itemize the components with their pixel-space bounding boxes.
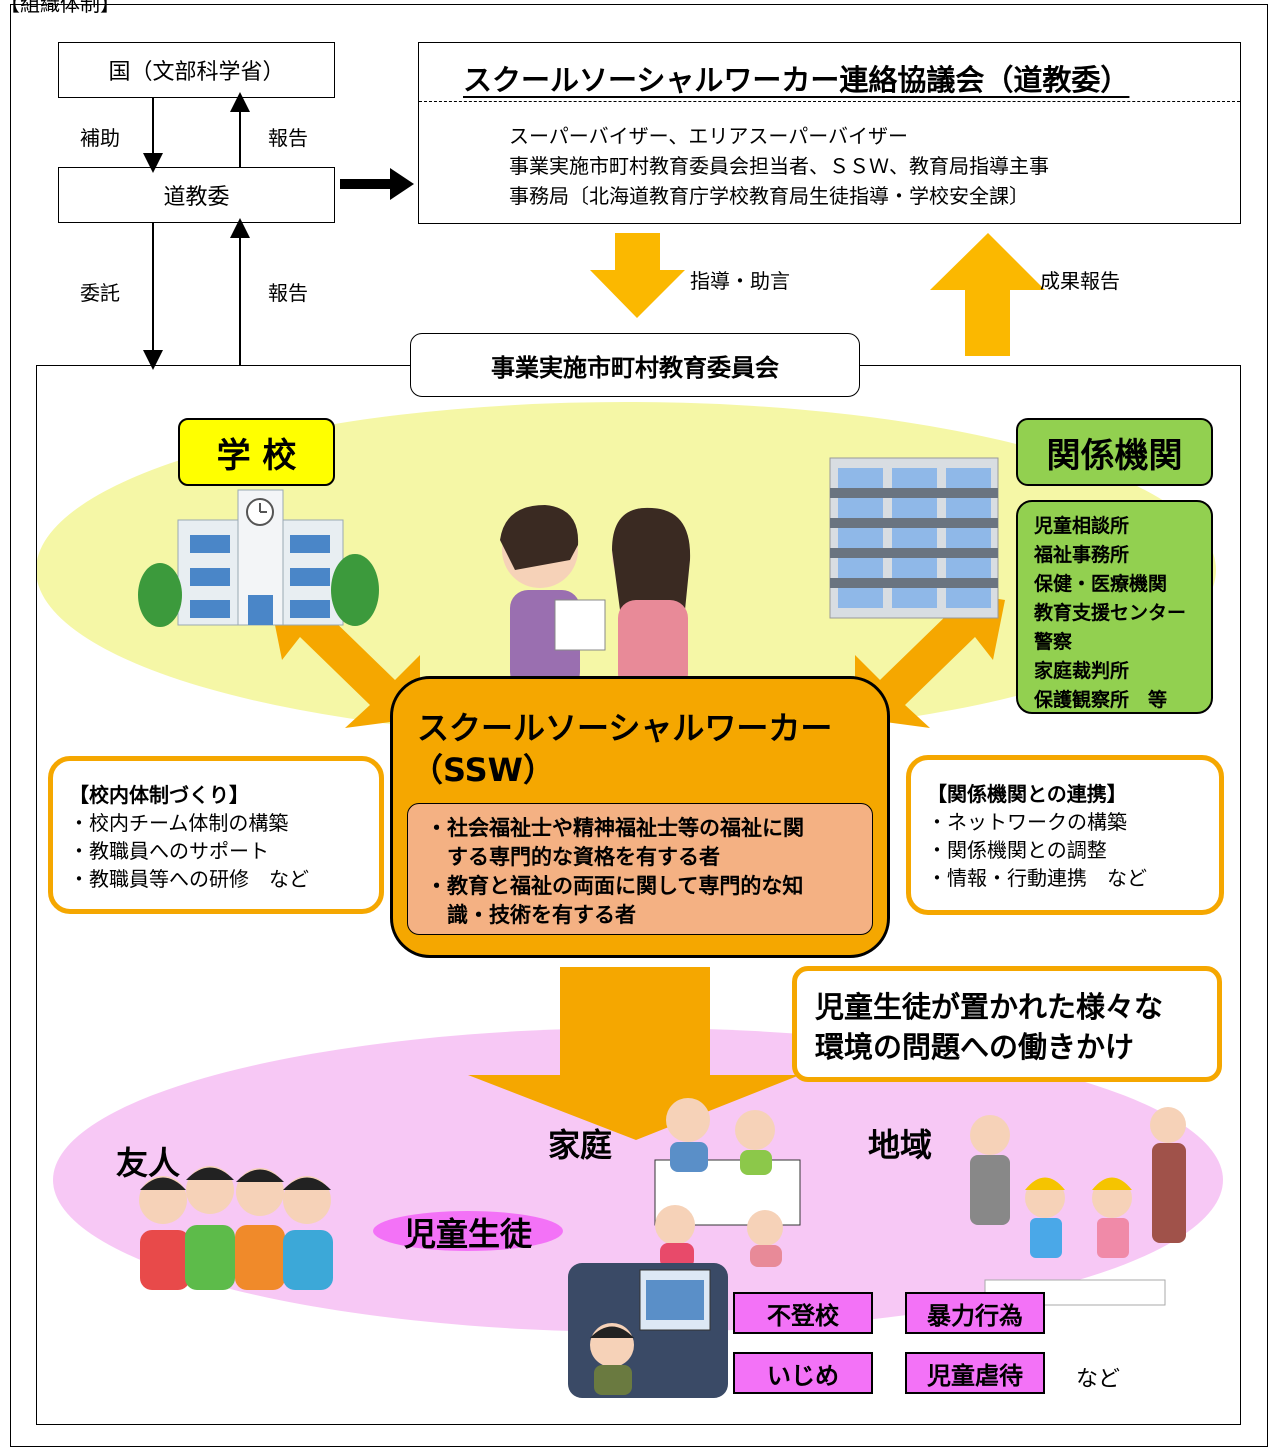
results-label: 成果報告 <box>1040 269 1120 293</box>
ssw-box: スクールソーシャルワーカー （SSW） ・社会福祉士や精神福祉士等の福祉に関 す… <box>390 676 890 958</box>
action-arrow <box>468 967 800 1140</box>
agency-item: 福祉事務所 <box>1034 544 1130 566</box>
school-system-item: ・校内チーム体制の構築 <box>69 811 289 835</box>
environment-line: 児童生徒が置かれた様々な <box>815 990 1164 1024</box>
council-line: 事業実施市町村教育委員会担当者、ＳＳＷ、教育局指導主事 <box>509 154 1049 178</box>
agency-building-icon <box>829 457 999 619</box>
issues-etc-label: など <box>1076 1367 1121 1392</box>
students-label: 児童生徒 <box>403 1215 532 1253</box>
guidance-arrow <box>590 233 685 318</box>
qualification-line: ・社会福祉士や精神福祉士等の福祉に関 <box>426 816 804 840</box>
council-members: スーパーバイザー、エリアスーパーバイザー 事業実施市町村教育委員会担当者、ＳＳＷ… <box>509 121 1049 211</box>
school-building-icon <box>138 489 379 627</box>
environment-box: 児童生徒が置かれた様々な 環境の問題への働きかけ <box>792 966 1222 1082</box>
report-label-1: 報告 <box>268 126 308 150</box>
friends-label: 友人 <box>116 1144 181 1182</box>
agency-ssw-arrow <box>855 588 1005 728</box>
agency-link-item: ・ネットワークの構築 <box>927 810 1127 834</box>
report-label-2: 報告 <box>268 281 308 305</box>
family-label: 家庭 <box>548 1126 613 1164</box>
consign-label: 委託 <box>80 281 120 305</box>
school-label: 学 校 <box>178 418 335 486</box>
agency-item: 家庭裁判所 <box>1034 660 1130 682</box>
agency-link-title: 【関係機関との連携】 <box>927 782 1127 806</box>
qualification-line: 識・技術を有する者 <box>426 903 636 927</box>
school-system-title: 【校内体制づくり】 <box>69 783 249 807</box>
agency-item: 保健・医療機関 <box>1034 573 1168 595</box>
ssw-title: スクールソーシャルワーカー <box>417 709 833 747</box>
issue-tag-violence: 暴力行為 <box>905 1292 1045 1334</box>
guidance-label: 指導・助言 <box>690 269 790 293</box>
community-icon <box>970 1107 1186 1306</box>
community-label: 地域 <box>868 1126 933 1164</box>
municipal-board-box: 事業実施市町村教育委員会 <box>410 333 860 397</box>
student-alone-icon <box>568 1263 728 1398</box>
ssw-abbrev: （SSW） <box>411 751 555 789</box>
hokkaido-board-box: 道教委 <box>58 167 335 223</box>
national-box: 国（文部科学省） <box>58 42 335 98</box>
agency-item: 保護観察所 等 <box>1034 689 1168 711</box>
school-system-box: 【校内体制づくり】 ・校内チーム体制の構築 ・教職員へのサポート ・教職員等への… <box>48 756 384 914</box>
subsidy-label: 補助 <box>80 126 120 150</box>
results-arrow <box>930 233 1045 356</box>
council-box: スクールソーシャルワーカー連絡協議会（道教委） スーパーバイザー、エリアスーパー… <box>418 42 1241 224</box>
council-arrow <box>340 168 414 200</box>
agency-link-box: 【関係機関との連携】 ・ネットワークの構築 ・関係機関との調整 ・情報・行動連携… <box>906 755 1224 915</box>
council-divider <box>419 101 1240 102</box>
school-system-item: ・教職員等への研修 など <box>69 867 309 891</box>
pink-ellipse <box>53 1028 1223 1332</box>
issue-tag-bullying: いじめ <box>733 1352 873 1394</box>
agency-item: 警察 <box>1034 631 1073 653</box>
agency-item: 教育支援センター <box>1034 602 1187 624</box>
consultation-people-icon <box>500 505 691 692</box>
council-line: スーパーバイザー、エリアスーパーバイザー <box>509 124 908 148</box>
agency-link-item: ・情報・行動連携 など <box>927 866 1147 890</box>
council-line: 事務局〔北海道教育庁学校教育局生徒指導・学校安全課〕 <box>509 184 1029 208</box>
qualification-line: ・教育と福祉の両面に関して専門的な知 <box>426 874 804 898</box>
agencies-label: 関係機関 <box>1016 418 1213 486</box>
family-table-icon <box>654 1098 801 1268</box>
ssw-qualifications: ・社会福祉士や精神福祉士等の福祉に関 する専門的な資格を有する者 ・教育と福祉の… <box>407 803 873 935</box>
school-system-item: ・教職員へのサポート <box>69 839 269 863</box>
agency-item: 児童相談所 <box>1034 515 1130 537</box>
environment-line: 環境の問題への働きかけ <box>815 1030 1135 1064</box>
friends-group-icon <box>139 1166 333 1290</box>
issue-tag-abuse: 児童虐待 <box>905 1352 1045 1394</box>
agency-link-item: ・関係機関との調整 <box>927 838 1107 862</box>
students-label-ellipse <box>373 1211 563 1251</box>
issue-tag-absence: 不登校 <box>733 1292 873 1334</box>
agencies-list: 児童相談所 福祉事務所 保健・医療機関 教育支援センター 警察 家庭裁判所 保護… <box>1016 500 1213 714</box>
qualification-line: する専門的な資格を有する者 <box>426 845 720 869</box>
council-title: スクールソーシャルワーカー連絡協議会（道教委） <box>463 63 1130 97</box>
